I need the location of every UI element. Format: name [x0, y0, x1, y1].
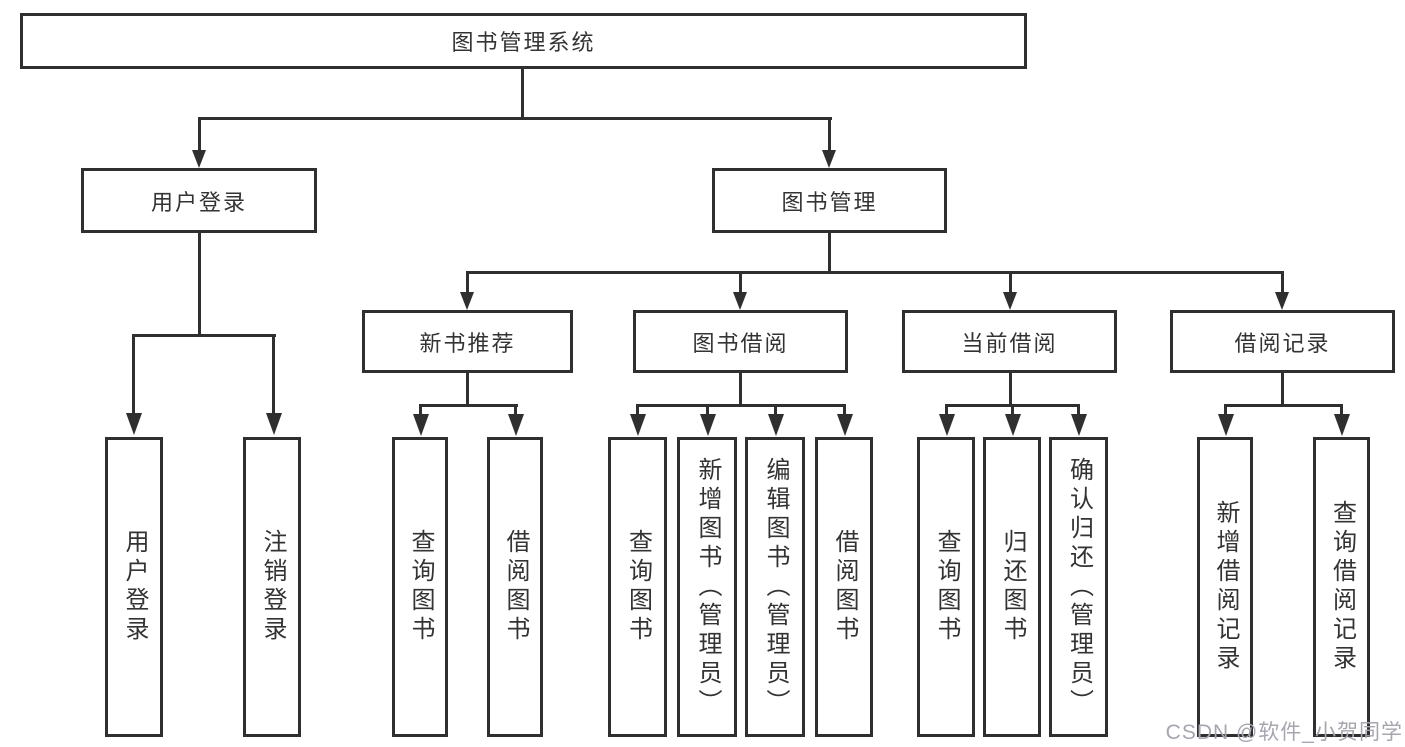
connector-drop-leaf — [636, 404, 639, 418]
node-label: 图书管理系统 — [451, 30, 596, 55]
connector-drop-leaf — [945, 404, 948, 418]
connector-drop-leaf — [1077, 404, 1080, 418]
connector-drop-book-borrow — [739, 271, 742, 294]
node-label: 借阅记录 — [1234, 330, 1331, 356]
connector-borrow-stub — [739, 373, 742, 407]
leaf-label: 查询图书 — [407, 529, 434, 645]
leaf-current-confirm-return-admin: 确认归还（管理员） — [1049, 437, 1108, 737]
arrow-down-icon — [939, 414, 955, 436]
connector-login-stub — [198, 233, 201, 337]
leaf-borrow-edit-book-admin: 编辑图书（管理员） — [745, 437, 805, 737]
connector-drop-new-book — [466, 271, 469, 294]
connector-mgmt-stub — [828, 233, 831, 273]
connector-drop-leaf — [514, 404, 517, 418]
leaf-borrow-query-book: 查询图书 — [608, 437, 667, 737]
arrow-down-icon — [126, 413, 142, 435]
leaf-label: 归还图书 — [999, 529, 1026, 645]
node-library-system: 图书管理系统 — [20, 13, 1027, 69]
connector-drop-leaf — [419, 404, 422, 418]
connector-newbook-stub — [466, 373, 469, 407]
arrow-down-icon — [630, 414, 646, 436]
connector-bus-login — [132, 334, 276, 337]
connector-bus-level3 — [466, 271, 1284, 274]
connector-root-stub — [521, 69, 524, 119]
arrow-down-icon — [413, 414, 429, 436]
arrow-down-icon — [192, 150, 206, 168]
leaf-login-user-login: 用户登录 — [105, 437, 163, 737]
connector-drop-leaf — [843, 404, 846, 418]
connector-drop-leaf — [1011, 404, 1014, 418]
arrow-down-icon — [822, 150, 836, 168]
leaf-newbook-borrow-book: 借阅图书 — [487, 437, 543, 737]
arrow-down-icon — [768, 414, 784, 436]
connector-bus-newbook — [419, 404, 518, 407]
node-book-borrow: 图书借阅 — [633, 310, 848, 373]
leaf-current-return-book: 归还图书 — [983, 437, 1041, 737]
arrow-down-icon — [1071, 414, 1087, 436]
connector-drop-user-login — [198, 117, 201, 153]
connector-drop-current-borrow — [1009, 271, 1012, 294]
connector-drop-leaf — [132, 334, 135, 416]
leaf-label: 借阅图书 — [831, 529, 858, 645]
arrow-down-icon — [733, 292, 747, 310]
leaf-newbook-query-book: 查询图书 — [392, 437, 448, 737]
leaf-records-add-record: 新增借阅记录 — [1197, 437, 1253, 737]
leaf-label: 注销登录 — [259, 529, 286, 645]
arrow-down-icon — [1005, 414, 1021, 436]
arrow-down-icon — [460, 292, 474, 310]
arrow-down-icon — [1218, 414, 1234, 436]
leaf-label: 用户登录 — [121, 529, 148, 645]
node-book-mgmt: 图书管理 — [712, 168, 947, 233]
arrow-down-icon — [1334, 414, 1350, 436]
arrow-down-icon — [1003, 292, 1017, 310]
leaf-label: 确认归还（管理员） — [1065, 456, 1093, 718]
arrow-down-icon — [837, 414, 853, 436]
node-new-book-rec: 新书推荐 — [362, 310, 573, 373]
connector-records-stub — [1281, 373, 1284, 407]
node-label: 当前借阅 — [961, 330, 1058, 356]
arrow-down-icon — [266, 413, 282, 435]
node-label: 新书推荐 — [419, 330, 516, 356]
leaf-records-query-record: 查询借阅记录 — [1313, 437, 1370, 737]
leaf-label: 借阅图书 — [502, 529, 529, 645]
node-user-login: 用户登录 — [81, 168, 317, 233]
leaf-current-query-book: 查询图书 — [917, 437, 975, 737]
arrow-down-icon — [700, 414, 716, 436]
node-current-borrow: 当前借阅 — [902, 310, 1117, 373]
connector-current-stub — [1009, 373, 1012, 407]
connector-drop-leaf — [1224, 404, 1227, 418]
leaf-label: 新增图书（管理员） — [694, 456, 721, 718]
connector-drop-book-mgmt — [828, 117, 831, 153]
leaf-label: 查询借阅记录 — [1328, 500, 1356, 674]
arrow-down-icon — [508, 414, 524, 436]
connector-bus-records — [1224, 404, 1343, 407]
leaf-label: 查询图书 — [624, 529, 652, 645]
leaf-login-logout: 注销登录 — [243, 437, 301, 737]
connector-drop-leaf — [706, 404, 709, 418]
arrow-down-icon — [1275, 292, 1289, 310]
connector-bus-level2 — [198, 117, 832, 120]
leaf-label: 编辑图书（管理员） — [762, 456, 789, 718]
node-label: 图书管理 — [781, 189, 878, 215]
connector-drop-leaf — [1340, 404, 1343, 418]
connector-bus-borrow — [636, 404, 846, 407]
leaf-label: 查询图书 — [933, 529, 960, 645]
leaf-label: 新增借阅记录 — [1212, 500, 1239, 674]
leaf-borrow-borrow-book: 借阅图书 — [815, 437, 873, 737]
node-label: 图书借阅 — [692, 330, 789, 356]
leaf-borrow-add-book-admin: 新增图书（管理员） — [677, 437, 737, 737]
connector-drop-leaf — [774, 404, 777, 418]
csdn-watermark: CSDN @软件_小贺同学 — [1165, 721, 1403, 744]
node-borrow-records: 借阅记录 — [1170, 310, 1395, 373]
connector-drop-borrow-records — [1281, 271, 1284, 294]
node-label: 用户登录 — [150, 189, 247, 215]
connector-drop-leaf — [272, 334, 275, 416]
